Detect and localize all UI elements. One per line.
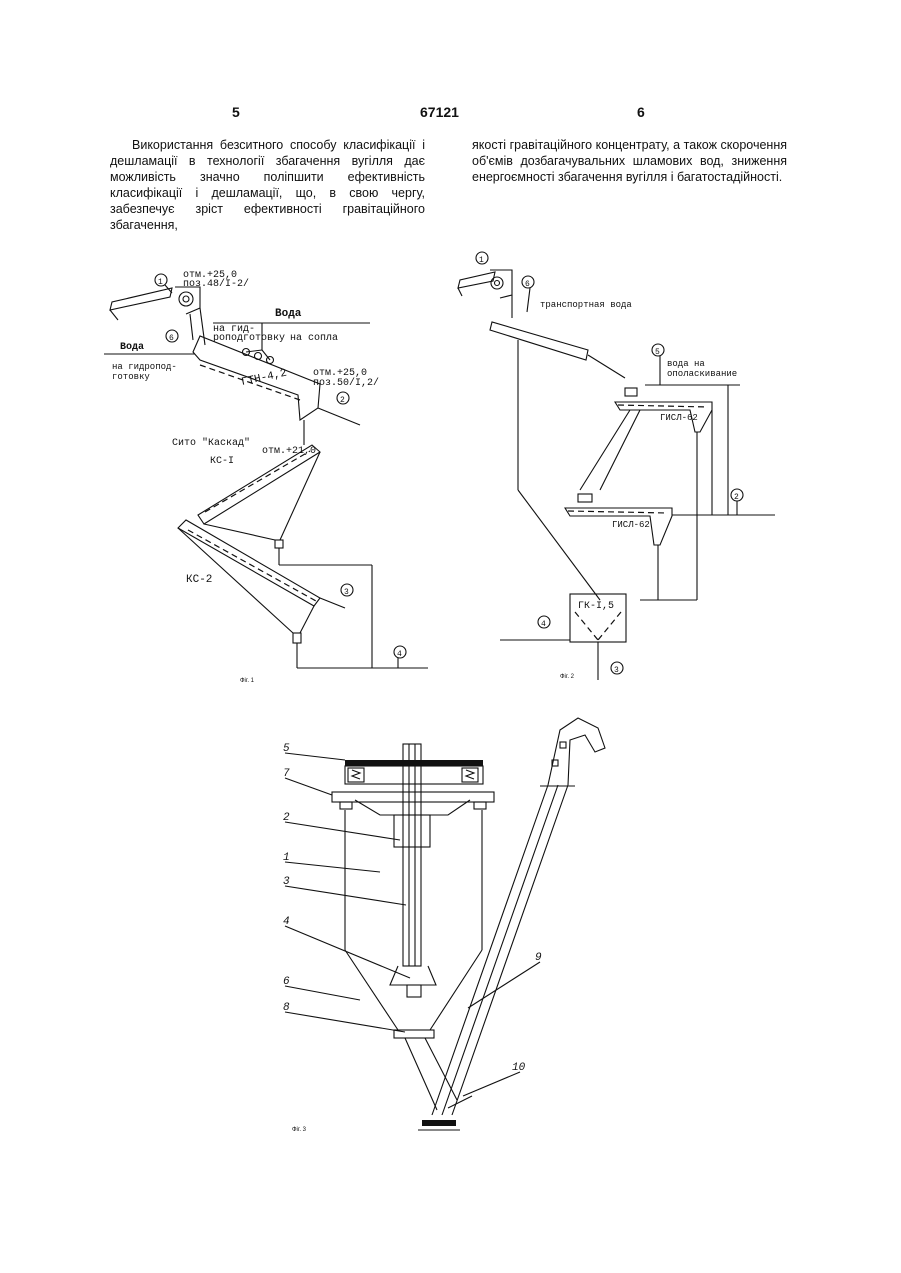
fig2-marker-1-label: 1 (479, 256, 484, 265)
fig1-caption: Фіг. 1 (240, 678, 255, 684)
figure-1: 1 отм.+25,0 поз.48/I-2/ Вода на гид- роп… (104, 270, 428, 684)
fig2-gisl-2: ГИСЛ-62 (612, 520, 650, 530)
figure-3: 5 7 2 1 3 4 6 8 9 10 Фіг. 3 (283, 718, 605, 1133)
fig2-caption: Фіг. 2 (560, 674, 575, 680)
fig1-ks2: КС-2 (186, 574, 212, 586)
fig1-pos1: поз.48/I-2/ (183, 278, 249, 290)
fig1-water: Вода (275, 308, 302, 320)
fig2-gk: ГК-I,5 (578, 601, 614, 612)
fig1-pos2: поз.50/I,2/ (313, 377, 379, 389)
fig1-marker-4-label: 4 (397, 650, 402, 659)
fig3-part-8: 8 (283, 1002, 290, 1014)
fig1-marker-3-label: 3 (344, 588, 349, 597)
fig3-part-10: 10 (512, 1062, 526, 1074)
fig3-part-2: 2 (283, 812, 290, 824)
fig1-to-hydro-2: роподготовку (213, 333, 285, 344)
fig3-part-5: 5 (283, 743, 290, 755)
fig1-to-nozzles: на сопла (290, 333, 338, 344)
fig3-caption: Фіг. 3 (292, 1127, 307, 1133)
fig3-part-3: 3 (283, 876, 290, 888)
fig2-rinse-water-2: ополаскивание (667, 369, 737, 379)
fig2-transport-water: транспортная вода (540, 300, 632, 310)
fig2-marker-2-label: 2 (734, 493, 739, 502)
fig2-marker-5-label: 5 (655, 348, 660, 357)
fig3-part-6: 6 (283, 976, 290, 988)
fig1-marker-6-label: 6 (169, 334, 174, 343)
fig3-part-4: 4 (283, 916, 290, 928)
fig1-to-hydro-left-2: готовку (112, 372, 150, 382)
fig1-marker-1-label: 1 (158, 278, 163, 287)
fig1-marker-2-label: 2 (340, 396, 345, 405)
fig1-to-hydro-left-1: на гидропод- (112, 362, 177, 372)
figure-2: 1 6 транспортная вода 5 вода на ополаски… (458, 252, 775, 680)
fig3-part-7: 7 (283, 768, 290, 780)
fig2-marker-3-label: 3 (614, 666, 619, 675)
fig2-marker-6-label: 6 (525, 280, 530, 289)
fig2-marker-4-label: 4 (541, 620, 546, 629)
fig3-part-9: 9 (535, 952, 542, 964)
fig2-gisl-1: ГИСЛ-62 (660, 413, 698, 423)
fig1-water-left: Вода (120, 342, 144, 353)
fig3-part-1: 1 (283, 852, 290, 864)
fig1-gtn: ГТН-4,2 (240, 368, 288, 389)
fig2-rinse-water-1: вода на (667, 359, 705, 369)
fig1-ks1: КС-I (210, 456, 234, 467)
fig1-sieve: Сито "Каскад" (172, 437, 250, 449)
